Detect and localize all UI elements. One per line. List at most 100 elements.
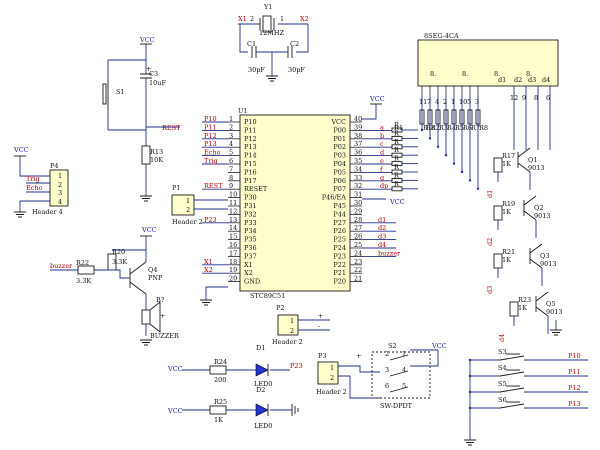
mcu-gnd-icon — [200, 299, 212, 306]
mcu-pin-name: P16 — [244, 168, 257, 176]
seg-line-resistor — [475, 109, 481, 125]
seg-line-resistor-label: R8 — [479, 124, 488, 132]
mcu-pin-name: P36 — [244, 244, 257, 252]
mcu-net-label: g — [380, 174, 384, 182]
driver-resistor-value: 1K — [502, 256, 511, 264]
mcu-pin-num: 20 — [229, 275, 237, 283]
mcu-pin-num: 27 — [354, 224, 362, 232]
mcu-pin-num: 13 — [229, 216, 237, 224]
mcu-pin-num: 26 — [354, 233, 362, 241]
mcu-pin-name: X2 — [244, 269, 253, 277]
seg-line-resistor — [427, 109, 433, 125]
d1-net: P23 — [290, 362, 303, 370]
mcu-pin-num: 11 — [229, 199, 237, 207]
key-net: P11 — [568, 368, 581, 376]
mcu-pin-name: P13 — [244, 143, 257, 151]
crystal-group: X1 2 Y1 1 X2 12MHZ C1 30pF C2 30pF — [238, 3, 309, 82]
driver-base-resistor — [493, 205, 503, 221]
seg-junction — [436, 145, 440, 148]
display-digit: 8. — [494, 70, 500, 78]
mcu-pin-num: 7 — [229, 165, 233, 173]
mcu-pin-num: 37 — [354, 140, 362, 148]
seg-junction — [428, 137, 432, 140]
key-net: P12 — [568, 384, 581, 392]
mcu-pin-num: 40 — [354, 115, 362, 123]
driver-base-resistor — [493, 253, 503, 269]
driver-resistor-ref: R21 — [502, 248, 515, 256]
driver-transistor-ref: Q2 — [534, 204, 543, 212]
mcu-pin-name: P44 — [333, 210, 346, 218]
drivers-gnd-icon — [550, 329, 562, 336]
c1-value: 30pF — [248, 66, 265, 74]
driver-resistor-ref: R19 — [502, 200, 515, 208]
sw2-pin3: 3 — [385, 366, 389, 374]
seg-junction — [420, 128, 424, 132]
buzzer-horn — [149, 301, 161, 333]
key-net: P13 — [568, 400, 581, 408]
d2-triangle — [255, 403, 269, 417]
c2-value: 30pF — [288, 66, 305, 74]
mcu-pin-name: P30 — [244, 194, 257, 202]
sw2-vcc-wire — [410, 349, 439, 367]
led-d2: VCC R25 1K D2 LED0 — [167, 386, 299, 430]
mcu-pin-name: P01 — [333, 135, 346, 143]
r13-ref: R13 — [150, 148, 163, 156]
display-seg-pin-num: 2 — [443, 98, 447, 106]
crystal-x2-label: X2 — [300, 15, 309, 23]
c1-ref: C1 — [247, 40, 256, 48]
p4-gnd-wire — [19, 200, 50, 212]
buzzer-circuit: VCC R20 3.3K buzzer R22 3.3K Q4 PNP B? +… — [50, 226, 180, 346]
disp-lbl-d4: d4 — [542, 76, 550, 84]
display-body — [417, 39, 559, 87]
driver-transistor-ref: Q1 — [528, 156, 537, 164]
display-seg-pin-num: 4 — [435, 98, 439, 106]
key-contact — [499, 387, 525, 393]
seg-resistor-label: R — [394, 138, 400, 146]
mcu-pin-name: X1 — [244, 261, 253, 269]
mcu-pin-num: 19 — [229, 266, 237, 274]
driver-net-label: d4 — [498, 334, 506, 342]
p3-ref: P3 — [318, 352, 327, 360]
mcu-net-label: d4 — [378, 241, 386, 249]
sw2-vcc: VCC — [431, 342, 447, 350]
mcu-pin-name: P45 — [333, 202, 346, 210]
mcu-net-label: X2 — [204, 266, 213, 274]
p2-plus: + — [318, 312, 323, 320]
p4-body — [49, 169, 69, 207]
mcu-body — [239, 114, 351, 292]
driver-resistor-ref: R17 — [502, 152, 515, 160]
d1-triangle — [255, 363, 269, 377]
r25-value: 1K — [214, 416, 223, 424]
mcu-pin-name: P05 — [333, 168, 346, 176]
r1-ref: R1 — [394, 124, 403, 132]
mcu-net-label: d3 — [378, 233, 386, 241]
sw2-part: SW-DPDT — [380, 402, 413, 410]
keys-gnd-icon — [464, 439, 476, 446]
seg-line-resistor — [443, 109, 449, 125]
key-contact — [499, 403, 525, 409]
mcu-vcc: VCC — [369, 95, 385, 103]
mcu-pin-num: 4 — [229, 140, 233, 148]
sw2-pin1: 2 — [385, 350, 389, 358]
mcu-pin-num: 2 — [229, 123, 233, 131]
p3-plus: + — [356, 352, 361, 360]
p2-header: P2 1 2 + - Header 2 — [272, 304, 330, 346]
driver-resistor-ref: R23 — [518, 296, 531, 304]
driver-resistor-value: 1K — [502, 208, 511, 216]
display-digit: 8. — [462, 70, 468, 78]
seg-line-resistor-label: R7 — [471, 124, 480, 132]
key-net: P10 — [568, 352, 581, 360]
mcu-pin-name: VCC — [330, 118, 346, 126]
q4-ref: Q4 — [148, 266, 157, 274]
mcu-pin-num: 39 — [354, 123, 362, 131]
key-ref: S3 — [498, 348, 507, 356]
crystal-cap-wires — [239, 24, 309, 53]
mcu-net-label: d — [380, 149, 384, 157]
mcu-pin-name: P26 — [333, 227, 346, 235]
mcu-pin-name: GND — [244, 278, 260, 286]
seg-line-resistor-label: R3 — [439, 124, 448, 132]
buzzer-gnd-icon — [140, 339, 152, 346]
mcu-pin-num: 33 — [354, 174, 362, 182]
seg-line-resistor-label: R1 — [423, 124, 432, 132]
